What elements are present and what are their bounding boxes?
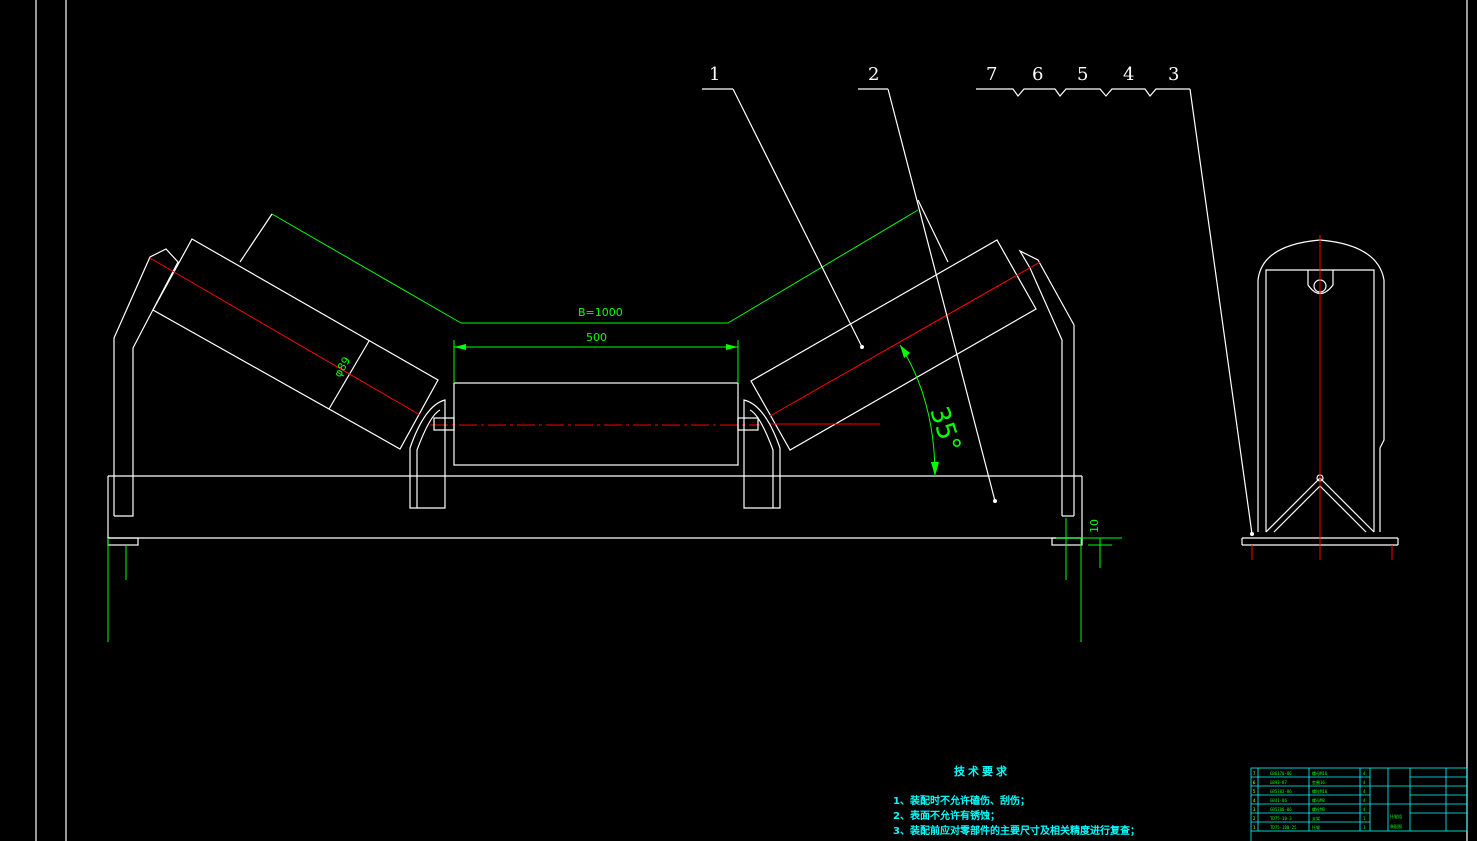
part-label-5: 5 — [1077, 64, 1088, 85]
left-roller: φ89 — [149, 238, 439, 450]
side-view — [1241, 235, 1399, 560]
right-bracket — [1018, 249, 1075, 517]
svg-text:4: 4 — [1363, 771, 1366, 776]
part-label-4: 4 — [1123, 64, 1134, 85]
tb-row-4: 4 GB41-86 螺母M8 4 — [1253, 797, 1366, 803]
part-label-6: 6 — [1032, 64, 1043, 85]
note-3: 3、装配前应对零部件的主要尺寸及相关精度进行复查； — [893, 824, 1140, 837]
tb-row-1: 7 GB6170-86 螺母M16 4 — [1253, 770, 1366, 776]
svg-text:6: 6 — [1253, 780, 1256, 785]
tb-row-3: 5 GB5782-86 螺栓M16 4 — [1253, 788, 1366, 794]
center-length-label: 500 — [586, 331, 607, 344]
svg-text:TD75-108-25: TD75-108-25 — [1270, 825, 1297, 830]
note-2: 2、表面不允许有锈蚀； — [893, 809, 1000, 822]
base-frame — [107, 475, 1083, 546]
svg-text:4: 4 — [1363, 798, 1366, 803]
svg-text:垫圈16: 垫圈16 — [1312, 779, 1325, 785]
tb-row-2: 6 GB93-87 垫圈16 4 — [1253, 779, 1366, 785]
svg-text:4: 4 — [1253, 798, 1256, 803]
note-1: 1、装配时不允许磕伤、刮伤； — [893, 794, 1030, 807]
tb-row-6: 2 TD75-10-3 支架 1 — [1253, 815, 1366, 821]
svg-text:GB93-87: GB93-87 — [1270, 780, 1287, 785]
drawing-frame — [35, 0, 1468, 841]
left-bracket — [113, 248, 179, 517]
title-block: 7 GB6170-86 螺母M16 4 6 GB93-87 垫圈16 4 5 G… — [1250, 767, 1468, 841]
leaders: 1 2 7 6 5 4 3 — [702, 64, 1254, 536]
center-supports — [409, 399, 781, 509]
part-label-3: 3 — [1168, 64, 1179, 85]
svg-text:4: 4 — [1363, 780, 1366, 785]
roller-diameter-label: φ89 — [331, 355, 353, 380]
title-block-sub: 装配图 — [1390, 823, 1402, 829]
svg-text:GB5780-86: GB5780-86 — [1270, 807, 1292, 812]
svg-text:螺栓M16: 螺栓M16 — [1312, 788, 1328, 794]
right-roller — [750, 239, 1041, 451]
svg-text:GB6170-86: GB6170-86 — [1270, 771, 1292, 776]
belt-width-label: B=1000 — [578, 306, 623, 319]
svg-text:3: 3 — [1253, 807, 1256, 812]
technical-requirements: 技术要求 1、装配时不允许磕伤、刮伤； 2、表面不允许有锈蚀； 3、装配前应对零… — [893, 764, 1140, 837]
svg-text:1: 1 — [1253, 825, 1256, 830]
part-label-7: 7 — [986, 64, 997, 85]
dimension-lines: B=1000 500 35° 10 — [107, 199, 1122, 642]
center-roller — [430, 382, 760, 466]
svg-text:支架: 支架 — [1312, 815, 1320, 821]
trough-angle-label: 35° — [923, 403, 966, 456]
svg-text:4: 4 — [1363, 807, 1366, 812]
svg-text:GB5782-86: GB5782-86 — [1270, 789, 1292, 794]
svg-text:4: 4 — [1363, 789, 1366, 794]
svg-text:螺栓M8: 螺栓M8 — [1312, 806, 1325, 812]
tb-row-7: 1 TD75-108-25 托辊 3 — [1253, 824, 1366, 830]
svg-text:螺母M8: 螺母M8 — [1312, 797, 1325, 803]
svg-text:7: 7 — [1253, 771, 1256, 776]
svg-text:托辊: 托辊 — [1312, 824, 1320, 830]
svg-text:TD75-10-3: TD75-10-3 — [1270, 816, 1292, 821]
svg-text:螺母M16: 螺母M16 — [1312, 770, 1328, 776]
svg-text:2: 2 — [1253, 816, 1256, 821]
part-label-1: 1 — [709, 64, 720, 85]
notes-title: 技术要求 — [954, 764, 1010, 778]
svg-text:1: 1 — [1363, 816, 1366, 821]
base-height-label: 10 — [1088, 519, 1101, 533]
tb-row-5: 3 GB5780-86 螺栓M8 4 — [1253, 806, 1366, 812]
svg-text:3: 3 — [1363, 825, 1366, 830]
svg-text:5: 5 — [1253, 789, 1256, 794]
title-block-name: 托辊组 — [1390, 813, 1402, 819]
part-label-2: 2 — [868, 64, 879, 85]
svg-text:GB41-86: GB41-86 — [1270, 798, 1287, 803]
